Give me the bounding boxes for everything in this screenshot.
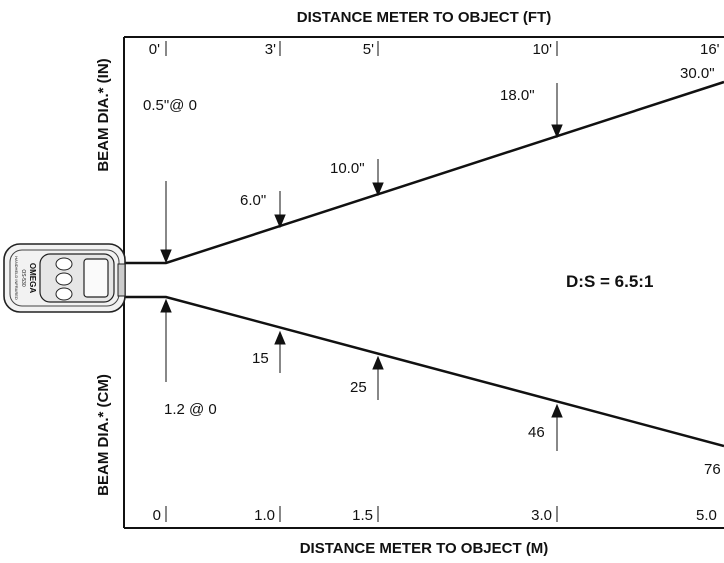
ft-tick-10: 10' xyxy=(532,41,552,58)
distance-to-spot-ratio: D:S = 6.5:1 xyxy=(566,272,653,291)
infrared-thermometer-device: OMEGA OS-530 HANDHELD INFRARED xyxy=(3,243,126,313)
beam-in-5ft: 10.0" xyxy=(330,160,365,177)
beam-in-10ft: 18.0" xyxy=(500,87,535,104)
beam-cm-1-5m: 25 xyxy=(350,379,367,396)
arrows-cm xyxy=(160,298,563,451)
device-display xyxy=(83,258,109,298)
m-tick-0: 0 xyxy=(153,507,161,524)
device-button-bottom xyxy=(55,287,73,301)
m-tick-3: 3.0 xyxy=(531,507,552,524)
arrows-inches xyxy=(160,83,563,264)
m-tick-1-5: 1.5 xyxy=(352,507,373,524)
beam-cm-3m: 46 xyxy=(528,424,545,441)
ft-tick-5: 5' xyxy=(363,41,374,58)
beam-upper-edge xyxy=(124,80,724,265)
beam-in-3ft: 6.0" xyxy=(240,192,266,209)
device-model: OS-530 xyxy=(20,269,26,286)
title-bottom: DISTANCE METER TO OBJECT (M) xyxy=(300,540,549,557)
title-top: DISTANCE METER TO OBJECT (FT) xyxy=(297,9,551,26)
axis-label-inches: BEAM DIA.* (IN) xyxy=(95,58,112,171)
m-tick-marks xyxy=(165,506,558,522)
ft-tick-16: 16' xyxy=(700,41,720,58)
axis-label-cm: BEAM DIA.* (CM) xyxy=(95,374,112,496)
ft-tick-marks xyxy=(165,41,558,56)
device-button-middle xyxy=(55,272,73,286)
beam-lower-edge xyxy=(124,295,724,448)
beam-cm-start: 1.2 @ 0 xyxy=(164,401,217,418)
ft-tick-3: 3' xyxy=(265,41,276,58)
beam-cm-5m: 76 xyxy=(704,461,721,478)
m-tick-5: 5.0 xyxy=(696,507,717,524)
device-brand: OMEGA xyxy=(28,263,37,293)
device-button-top xyxy=(55,257,73,271)
beam-cm-1m: 15 xyxy=(252,350,269,367)
device-line: HANDHELD INFRARED xyxy=(14,256,19,300)
beam-in-start: 0.5"@ 0 xyxy=(143,97,197,114)
ft-tick-0: 0' xyxy=(149,41,160,58)
beam-in-16ft: 30.0" xyxy=(680,65,715,82)
m-tick-1: 1.0 xyxy=(254,507,275,524)
